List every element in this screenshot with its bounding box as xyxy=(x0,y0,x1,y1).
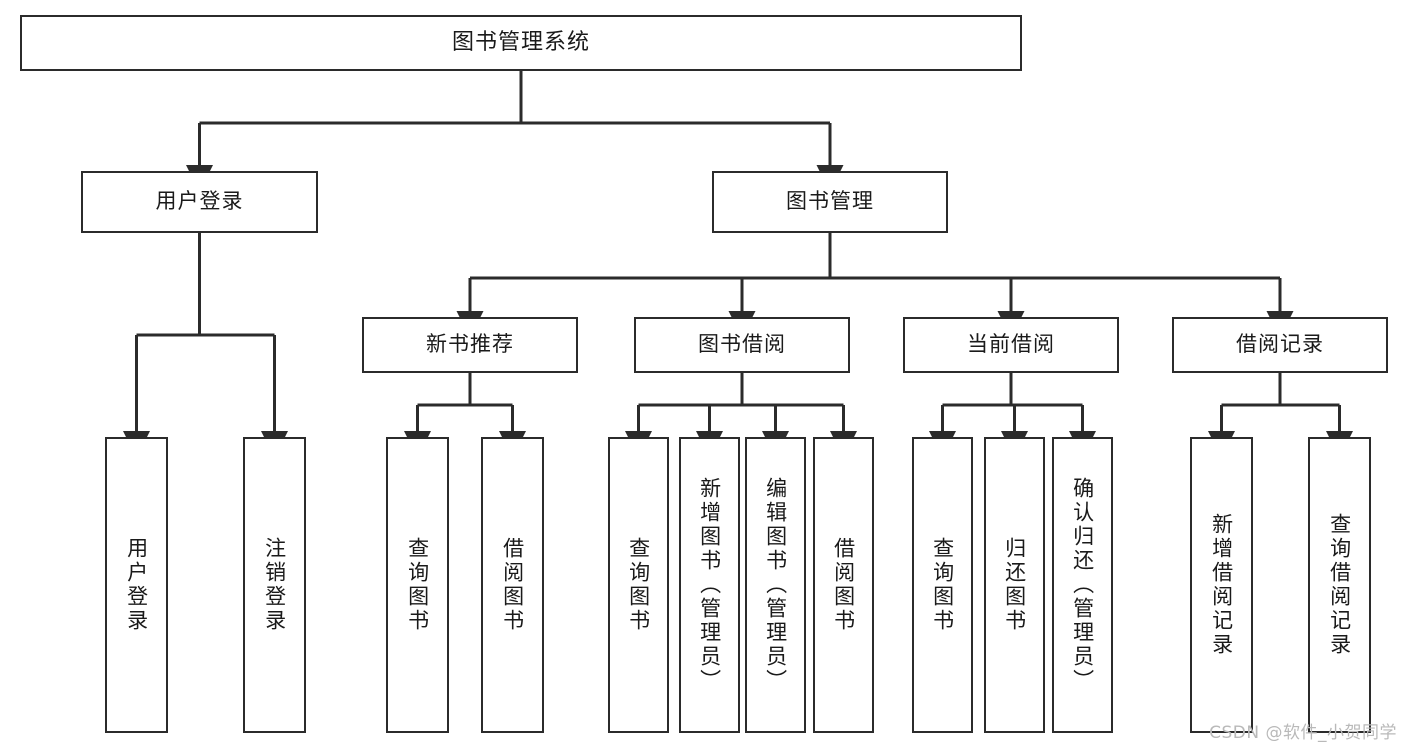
node-leaf-query-record[interactable]: 查询借阅记录 xyxy=(1308,437,1371,733)
node-label: 新书推荐 xyxy=(426,332,514,357)
node-label: 查询图书 xyxy=(405,537,430,633)
node-label: 用户登录 xyxy=(155,189,244,214)
node-label: 用户登录 xyxy=(124,537,149,633)
node-leaf-confirm-return[interactable]: 确认归还（管理员） xyxy=(1052,437,1113,733)
node-leaf-return-book[interactable]: 归还图书 xyxy=(984,437,1045,733)
node-user-login[interactable]: 用户登录 xyxy=(81,171,318,233)
node-new-book-rec[interactable]: 新书推荐 xyxy=(362,317,578,373)
node-label: 借阅图书 xyxy=(831,537,856,633)
node-leaf-query-book-2[interactable]: 查询图书 xyxy=(608,437,669,733)
node-label: 图书管理 xyxy=(786,189,874,214)
node-label: 编辑图书（管理员） xyxy=(763,477,788,693)
node-root[interactable]: 图书管理系统 xyxy=(20,15,1022,71)
node-label: 借阅记录 xyxy=(1236,332,1324,357)
node-book-manage[interactable]: 图书管理 xyxy=(712,171,948,233)
node-label: 借阅图书 xyxy=(500,537,525,633)
node-leaf-borrow-book-2[interactable]: 借阅图书 xyxy=(813,437,874,733)
node-label: 新增借阅记录 xyxy=(1209,513,1234,657)
node-label: 归还图书 xyxy=(1002,537,1027,633)
node-leaf-add-book[interactable]: 新增图书（管理员） xyxy=(679,437,740,733)
node-book-borrow[interactable]: 图书借阅 xyxy=(634,317,850,373)
node-leaf-add-record[interactable]: 新增借阅记录 xyxy=(1190,437,1253,733)
node-label: 确认归还（管理员） xyxy=(1070,477,1095,693)
node-leaf-user-login[interactable]: 用户登录 xyxy=(105,437,168,733)
node-leaf-edit-book[interactable]: 编辑图书（管理员） xyxy=(745,437,806,733)
node-current-borrow[interactable]: 当前借阅 xyxy=(903,317,1119,373)
node-leaf-borrow-book-1[interactable]: 借阅图书 xyxy=(481,437,544,733)
node-label: 图书管理系统 xyxy=(451,29,590,55)
node-label: 查询借阅记录 xyxy=(1327,513,1352,657)
node-label: 查询图书 xyxy=(626,537,651,633)
node-leaf-query-book-3[interactable]: 查询图书 xyxy=(912,437,973,733)
node-label: 图书借阅 xyxy=(698,332,786,357)
node-label: 当前借阅 xyxy=(967,332,1055,357)
node-label: 查询图书 xyxy=(930,537,955,633)
node-borrow-record[interactable]: 借阅记录 xyxy=(1172,317,1388,373)
node-leaf-logout[interactable]: 注销登录 xyxy=(243,437,306,733)
node-label: 注销登录 xyxy=(262,537,287,633)
node-label: 新增图书（管理员） xyxy=(697,477,722,693)
node-leaf-query-book-1[interactable]: 查询图书 xyxy=(386,437,449,733)
